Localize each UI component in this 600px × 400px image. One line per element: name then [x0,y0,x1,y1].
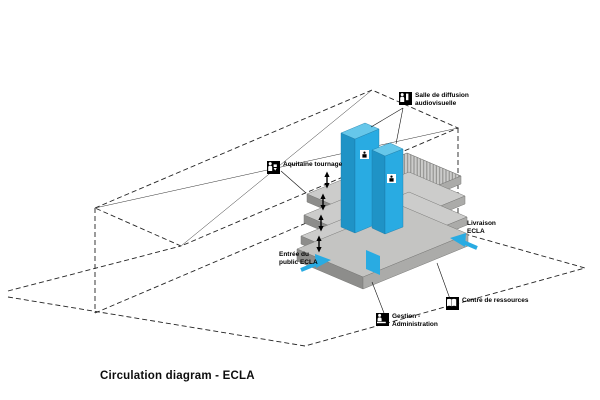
film-person-icon [267,161,280,174]
label-aquitaine-tournage: Aquitaine tournage [267,161,342,174]
ground-plane [7,231,587,347]
callout-lines [280,107,451,314]
label-gestion-administration: Gestion -Administration [376,313,438,329]
manager-person-icon [376,313,389,326]
diagram-title: Circulation diagram - ECLA [100,370,255,382]
delivery-arrow-icon [450,233,478,250]
audience-screen-icon [399,92,412,105]
label-text: Centre de ressources [462,297,529,304]
screen-room-icon [387,174,396,183]
tower-2 [371,142,404,235]
label-text: Gestion -Administration [392,313,438,329]
screen-room-icon [360,150,369,159]
label-text: Aquitaine tournage [283,161,343,168]
entry-arrow-icon [300,254,331,272]
tower-core-base [366,250,380,275]
label-centre-ressources: Centre de ressources [446,297,528,310]
tower-level-icons [360,150,396,183]
base-slab [296,205,469,290]
book-reader-icon [446,297,459,310]
